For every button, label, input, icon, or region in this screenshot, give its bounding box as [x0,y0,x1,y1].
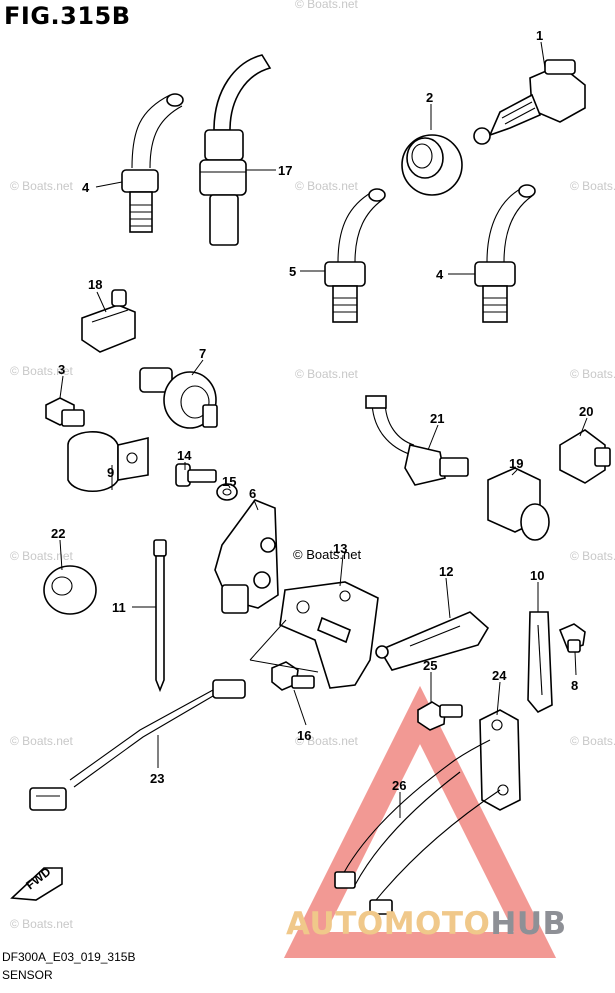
part-4-sensor-b [474,184,536,323]
callout-9: 9 [107,465,114,480]
callout-11: 11 [112,600,126,615]
part-1-sensor [473,59,586,145]
part-19-fitting [487,467,550,541]
diagram-caption: SENSOR [2,968,53,982]
callout-20: 20 [579,404,593,419]
logo-part-a: AUTOMOTO [286,906,491,942]
callout-22: 22 [51,526,65,541]
part-5-sensor [324,188,386,323]
callout-3: 3 [58,362,65,377]
part-17-sensor [199,54,272,246]
part-2-grommet [401,134,463,196]
callout-18: 18 [88,277,102,292]
callout-13: 13 [333,541,347,556]
callout-10: 10 [530,568,544,583]
watermark-text: © Boats.net [295,179,359,193]
fwd-arrow: FWD [10,864,63,901]
part-13-bracket [279,581,379,689]
part-16-bolt [271,661,315,691]
part-6-sensor [214,499,279,614]
watermark-text: © Boats.net [10,549,74,563]
watermark-text: © Boats.net [295,734,359,748]
callout-17: 17 [278,163,292,178]
callout-12: 12 [439,564,453,579]
overlay-triangle [283,685,557,958]
callout-14: 14 [177,448,192,463]
part-12-link [375,611,490,671]
watermark-text: © Boats.net [295,367,359,381]
callout-4: 4 [82,180,90,195]
part-22-grommet [43,565,97,615]
part-21-sensor [365,395,469,486]
leader-lines [59,41,588,818]
callouts: 1 2 4 17 5 4 18 3 7 21 20 19 9 14 15 6 1… [51,28,593,793]
watermark-text: © Boats.net [10,917,74,931]
part-8-bolt [558,623,586,653]
callout-23: 23 [150,771,164,786]
logo-part-b: HUB [490,906,567,942]
callout-2: 2 [426,90,433,105]
part-11-cable-tie [153,539,167,693]
callout-8: 8 [571,678,578,693]
part-23-harness [29,679,246,811]
watermark-text: © Boats.net [10,179,74,193]
watermark-text: © Boats.net [570,549,615,563]
part-15-washer [216,483,238,501]
watermark-text-dark: © Boats.net [293,547,362,562]
watermark-text: © Boats.net [570,367,615,381]
watermark-text: © Boats.net [295,0,359,11]
part-20-plug [559,429,611,484]
watermark-text: © Boats.net [10,364,74,378]
part-3-bolt [45,397,85,427]
callout-19: 19 [509,456,523,471]
callout-26: 26 [392,778,406,793]
callout-21: 21 [430,411,444,426]
part-4-sensor-a [121,93,184,233]
callout-7: 7 [199,346,206,361]
callout-1: 1 [536,28,543,43]
automotohub-logo: AUTOMOTOHUB [286,906,567,942]
part-25-bolt [417,701,463,731]
callout-5: 5 [289,264,296,279]
part-18-clip [81,289,136,353]
callout-25: 25 [423,658,437,673]
part-24-bracket [479,709,521,811]
figure-title: FIG.315B [4,2,131,30]
part-10-strap [527,611,553,713]
watermark-text: © Boats.net [570,179,615,193]
part-14-bolt [175,463,217,487]
callout-24: 24 [492,668,507,683]
watermarks: © Boats.net © Boats.net © Boats.net © Bo… [10,0,615,931]
callout-16: 16 [297,728,311,743]
watermark-text: © Boats.net [10,734,74,748]
part-7-switch [139,367,218,429]
part-26-harness [334,739,501,915]
callout-4b: 4 [436,267,444,282]
callout-6: 6 [249,486,256,501]
diagram-code: DF300A_E03_019_315B [2,950,136,964]
part-9-clamp [67,431,149,492]
watermark-text: © Boats.net [570,734,615,748]
callout-15: 15 [222,474,236,489]
